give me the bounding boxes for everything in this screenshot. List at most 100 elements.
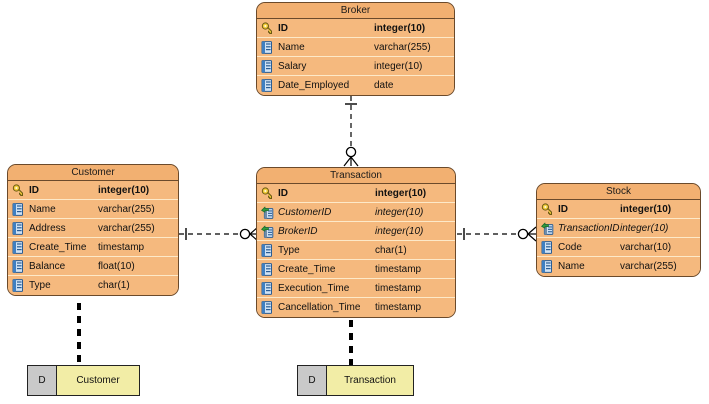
column-name: Balance xyxy=(29,260,66,272)
table-row[interactable]: ID integer(10) xyxy=(257,184,455,203)
relationship-transaction-stock[interactable] xyxy=(457,226,537,242)
column-icon xyxy=(541,260,558,274)
column-name: Date_Employed xyxy=(278,80,350,91)
column-icon xyxy=(12,221,29,235)
datastore-transaction[interactable]: D Transaction xyxy=(297,365,414,396)
table-row[interactable]: Type char(1) xyxy=(257,241,455,260)
table-row[interactable]: Name varchar(255) xyxy=(537,257,700,276)
table-row[interactable]: Code varchar(10) xyxy=(537,238,700,257)
datastore-letter: D xyxy=(28,366,57,395)
column-icon xyxy=(261,40,278,54)
column-type: integer(10) xyxy=(620,222,669,234)
foreign-key-icon xyxy=(261,224,278,238)
column-icon xyxy=(261,79,278,93)
column-type: timestamp xyxy=(375,282,422,294)
column-type: varchar(255) xyxy=(620,261,677,272)
column-icon xyxy=(261,301,278,315)
column-name: Execution_Time xyxy=(278,282,350,294)
column-icon xyxy=(12,259,29,273)
table-row[interactable]: ID integer(10) xyxy=(8,181,178,200)
table-row[interactable]: TransactionID integer(10) xyxy=(537,219,700,238)
column-type: char(1) xyxy=(375,244,407,256)
table-row[interactable]: Balance float(10) xyxy=(8,257,178,276)
table-row[interactable]: BrokerID integer(10) xyxy=(257,222,455,241)
table-row[interactable]: Execution_Time timestamp xyxy=(257,279,455,298)
column-type: integer(10) xyxy=(375,187,427,199)
column-name: Name xyxy=(29,203,56,215)
column-icon xyxy=(261,243,278,257)
column-icon xyxy=(261,262,278,276)
table-row[interactable]: Salary integer(10) xyxy=(257,57,454,76)
table-row[interactable]: Address varchar(255) xyxy=(8,219,178,238)
primary-key-icon xyxy=(12,183,29,197)
entity-broker[interactable]: Broker ID integer(10) xyxy=(256,2,455,96)
column-icon xyxy=(261,281,278,295)
entity-stock-columns: ID integer(10) TransactionID integer(10) xyxy=(537,200,700,276)
column-type: integer(10) xyxy=(375,225,424,237)
relationship-customer-transaction[interactable] xyxy=(179,226,259,242)
table-row[interactable]: Name varchar(255) xyxy=(8,200,178,219)
column-type: varchar(255) xyxy=(98,222,155,234)
primary-key-icon xyxy=(261,186,278,200)
datastore-customer[interactable]: D Customer xyxy=(27,365,140,396)
entity-transaction-columns: ID integer(10) CustomerID integer(10) xyxy=(257,184,455,317)
table-row[interactable]: Create_Time timestamp xyxy=(257,260,455,279)
column-type: varchar(10) xyxy=(620,241,672,253)
datastore-label: Transaction xyxy=(344,375,396,386)
column-type: char(1) xyxy=(98,280,130,291)
column-type: integer(10) xyxy=(374,22,426,34)
column-icon xyxy=(12,202,29,216)
table-row[interactable]: Name varchar(255) xyxy=(257,38,454,57)
column-name: ID xyxy=(278,22,288,34)
column-name: ID xyxy=(29,184,39,196)
entity-transaction-title: Transaction xyxy=(257,168,455,184)
column-type: date xyxy=(374,80,394,91)
column-name: ID xyxy=(558,203,568,215)
table-row[interactable]: Date_Employed date xyxy=(257,76,454,95)
column-name: BrokerID xyxy=(278,225,318,237)
column-type: timestamp xyxy=(375,263,422,275)
relationship-broker-transaction[interactable] xyxy=(343,96,359,167)
column-name: Salary xyxy=(278,60,307,72)
column-type: varchar(255) xyxy=(98,203,155,215)
column-icon xyxy=(12,240,29,254)
datastore-label: Customer xyxy=(76,375,120,386)
table-row[interactable]: CustomerID integer(10) xyxy=(257,203,455,222)
column-name: ID xyxy=(278,187,288,199)
primary-key-icon xyxy=(541,202,558,216)
primary-key-icon xyxy=(261,21,278,35)
column-name: TransactionID xyxy=(558,222,620,234)
column-icon xyxy=(261,59,278,73)
table-row[interactable]: Type char(1) xyxy=(8,276,178,295)
column-type: integer(10) xyxy=(375,206,424,218)
column-name: Create_Time xyxy=(29,241,87,253)
column-type: timestamp xyxy=(375,302,422,313)
entity-customer-title: Customer xyxy=(8,165,178,181)
entity-customer[interactable]: Customer ID integer(10) xyxy=(7,164,179,296)
entity-broker-title: Broker xyxy=(257,3,454,19)
entity-stock[interactable]: Stock ID integer(10) xyxy=(536,183,701,277)
column-type: integer(10) xyxy=(620,203,672,215)
entity-broker-columns: ID integer(10) Name varchar(255) xyxy=(257,19,454,95)
table-row[interactable]: ID integer(10) xyxy=(537,200,700,219)
column-type: timestamp xyxy=(98,241,145,253)
entity-stock-title: Stock xyxy=(537,184,700,200)
column-name: Cancellation_Time xyxy=(278,302,361,313)
entity-transaction[interactable]: Transaction ID integer(10) xyxy=(256,167,456,318)
column-type: float(10) xyxy=(98,260,135,272)
column-icon xyxy=(12,279,29,293)
column-name: Type xyxy=(278,244,300,256)
column-name: Type xyxy=(29,280,51,291)
table-row[interactable]: ID integer(10) xyxy=(257,19,454,38)
column-type: varchar(255) xyxy=(374,41,431,53)
table-row[interactable]: Create_Time timestamp xyxy=(8,238,178,257)
entity-customer-columns: ID integer(10) Name varchar(255) xyxy=(8,181,178,295)
column-name: Create_Time xyxy=(278,263,336,275)
datastore-letter: D xyxy=(298,366,327,395)
foreign-key-icon xyxy=(541,221,558,235)
table-row[interactable]: Cancellation_Time timestamp xyxy=(257,298,455,317)
column-name: Address xyxy=(29,222,66,234)
column-icon xyxy=(541,240,558,254)
column-type: integer(10) xyxy=(98,184,150,196)
